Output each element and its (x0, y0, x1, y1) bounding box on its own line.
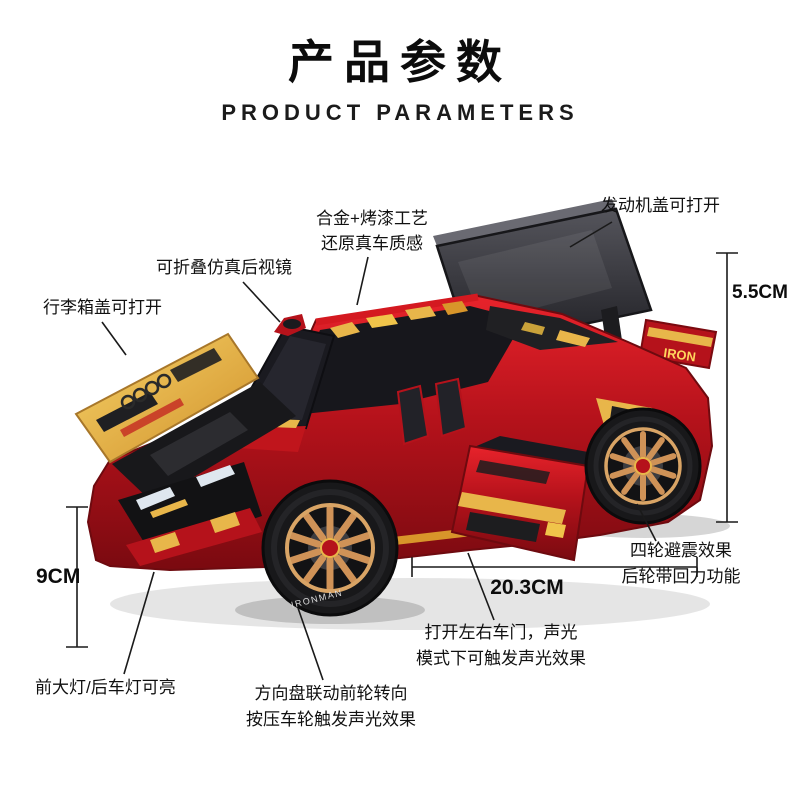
label-steering: 方向盘联动前轮转向 按压车轮触发声光效果 (246, 681, 416, 733)
leader-steering (297, 607, 324, 681)
interior-seats (396, 377, 468, 446)
wing-brand-text: IRON (663, 345, 697, 364)
label-paint-line2: 还原真车质感 (321, 234, 423, 253)
label-paint: 合金+烤漆工艺 还原真车质感 (316, 206, 428, 256)
leader-lines (101, 221, 657, 681)
label-suspension: 四轮避震效果 后轮带回力功能 (622, 538, 741, 590)
length-dimension-value: 20.3CM (490, 576, 564, 599)
label-doors: 打开左右车门，声光 模式下可触发声光效果 (416, 620, 586, 672)
page-title: 产品参数 (288, 36, 512, 88)
label-doors-line1: 打开左右车门，声光 (424, 623, 578, 642)
right-open-door (450, 436, 590, 562)
label-engine-hood: 发动机盖可打开 (601, 196, 720, 215)
label-steering-line2: 按压车轮触发声光效果 (246, 710, 416, 729)
leader-engine-hood (569, 221, 613, 248)
engine-cover (486, 306, 618, 350)
leader-paint (356, 256, 369, 306)
headlight-left (136, 487, 175, 510)
label-lights: 前大灯/后车灯可亮 (35, 678, 176, 697)
label-paint-line1: 合金+烤漆工艺 (316, 209, 428, 228)
leader-trunk (101, 321, 127, 356)
width-dimension-line (66, 506, 88, 648)
open-front-hood (74, 332, 296, 502)
label-steering-line1: 方向盘联动前轮转向 (254, 684, 408, 703)
width-dimension-value: 9CM (36, 565, 81, 588)
front-wheel: IRONMAN (261, 479, 399, 617)
leader-suspension (636, 503, 657, 542)
page-subtitle: PRODUCT PARAMETERS (221, 100, 579, 125)
leader-lights (123, 571, 155, 675)
side-mirror (274, 314, 306, 336)
label-suspension-line2: 后轮带回力功能 (621, 567, 741, 586)
height-dimension-line (716, 252, 738, 523)
label-mirror: 可折叠仿真后视镜 (156, 258, 292, 277)
front-fascia (118, 462, 262, 566)
rear-wheel (584, 407, 702, 525)
label-suspension-line1: 四轮避震效果 (630, 541, 732, 560)
label-doors-line2: 模式下可触发声光效果 (416, 649, 586, 668)
label-trunk: 行李箱盖可打开 (43, 298, 162, 317)
height-dimension-value: 5.5CM (732, 282, 788, 303)
dimension-lines (66, 252, 738, 648)
leader-doors (467, 552, 495, 621)
headlight-right (196, 465, 235, 487)
length-dimension-line (411, 557, 698, 577)
audi-rings-icon (120, 373, 172, 410)
leader-mirror (242, 281, 281, 323)
